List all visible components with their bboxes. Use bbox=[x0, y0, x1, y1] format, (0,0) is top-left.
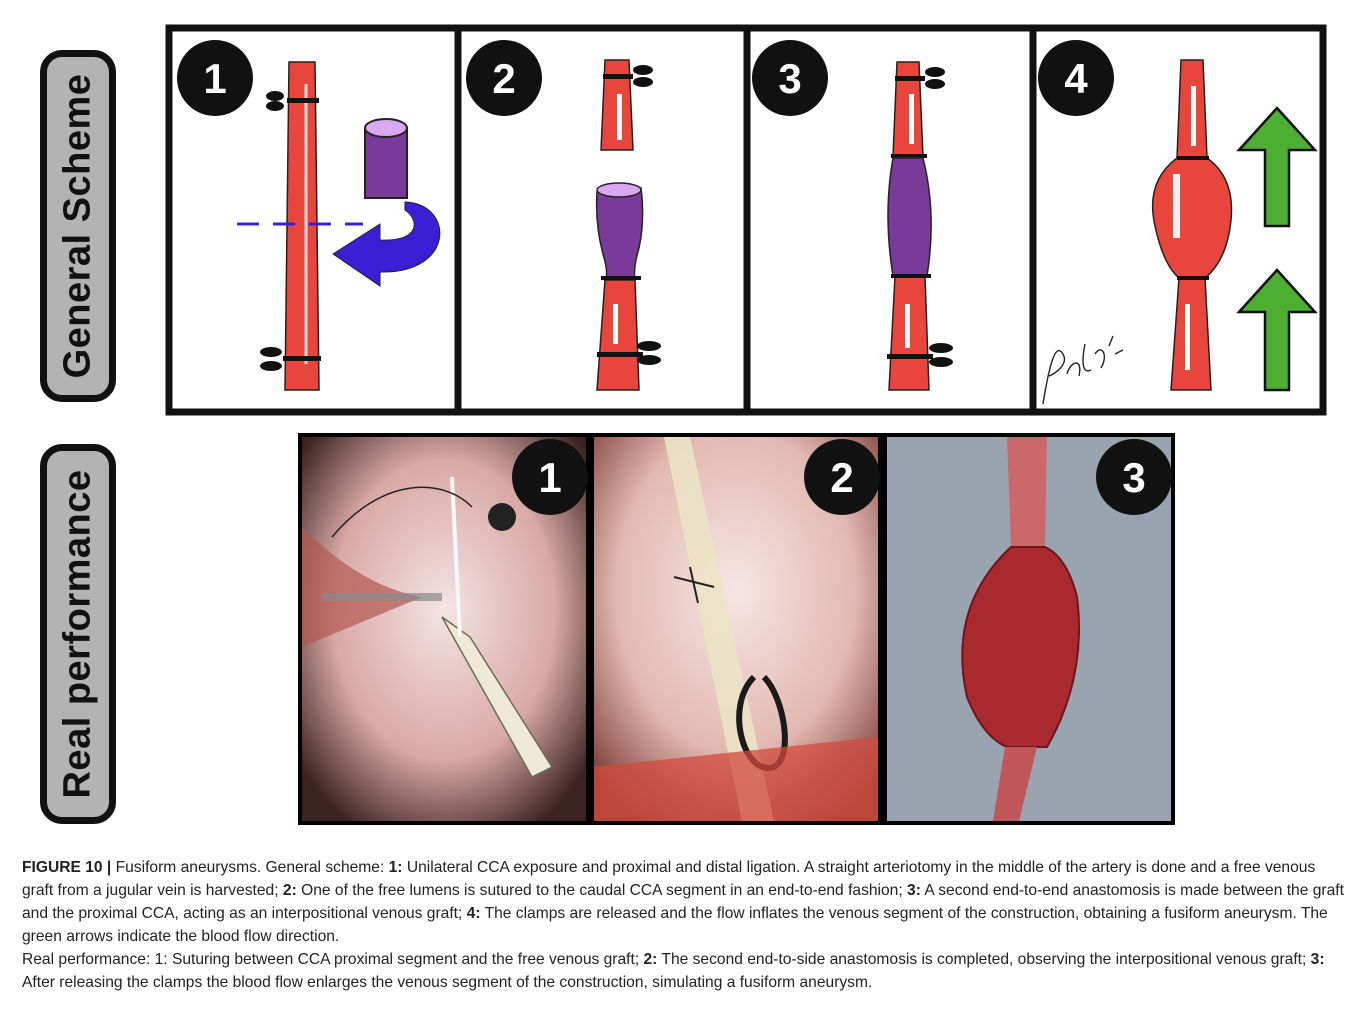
general-scheme-label: General Scheme bbox=[40, 50, 116, 402]
step-badge-3: 3 bbox=[752, 40, 828, 116]
caption-real: Real performance: 1: Suturing between CC… bbox=[22, 948, 1347, 994]
artery-vessel bbox=[285, 62, 319, 390]
surgical-photo-2 bbox=[594, 437, 878, 821]
general-scheme-text: General Scheme bbox=[57, 74, 100, 379]
real-performance-text: Real performance bbox=[57, 469, 100, 798]
venous-graft bbox=[888, 158, 931, 276]
figure-label: FIGURE 10 | bbox=[22, 859, 111, 876]
surgical-photo-3 bbox=[887, 437, 1171, 821]
svg-text:4: 4 bbox=[1064, 55, 1088, 102]
step-badge-1: 1 bbox=[177, 40, 253, 116]
real-performance-label: Real performance bbox=[40, 444, 116, 824]
venous-graft-cylinder-icon bbox=[365, 119, 407, 198]
step-badge-2: 2 bbox=[466, 40, 542, 116]
general-scheme-diagram: 1 2 3 4 bbox=[165, 24, 1327, 416]
surgical-photo-1 bbox=[302, 437, 586, 821]
svg-text:1: 1 bbox=[203, 55, 226, 102]
svg-text:3: 3 bbox=[778, 55, 801, 102]
svg-text:2: 2 bbox=[492, 55, 515, 102]
step-badge-4: 4 bbox=[1038, 40, 1114, 116]
real-performance-photos: 1 2 3 bbox=[298, 433, 1175, 825]
caption-general: FIGURE 10 | Fusiform aneurysms. General … bbox=[22, 856, 1347, 948]
figure-frame: General Scheme Real performance bbox=[8, 8, 1350, 1005]
figure-caption: FIGURE 10 | Fusiform aneurysms. General … bbox=[22, 856, 1347, 994]
